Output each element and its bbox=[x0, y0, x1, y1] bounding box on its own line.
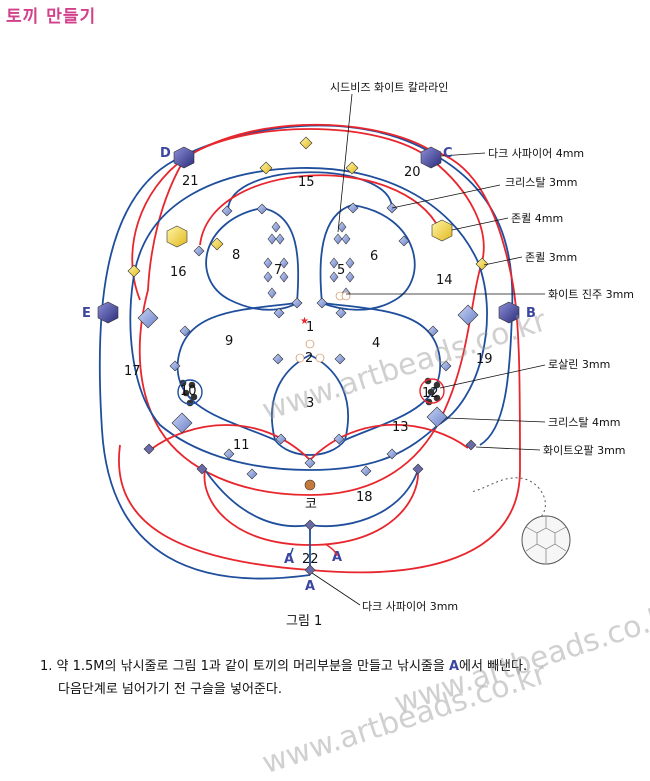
area-number: 2 bbox=[305, 351, 313, 366]
area-number: 14 bbox=[436, 273, 453, 288]
area-number: 21 bbox=[182, 174, 199, 189]
area-number: 3 bbox=[306, 396, 314, 411]
figure-caption: 그림 1 bbox=[286, 614, 323, 629]
rabbit-head-diagram: ★ 시드비즈 화이트 칼라라인 다크 사파이어 4mm 크리스탈 3mm 존퀼 … bbox=[82, 81, 634, 613]
label-rosaline: 로살린 3mm bbox=[548, 358, 610, 371]
corner-e: E bbox=[82, 306, 91, 321]
label-white-pearl: 화이트 진주 3mm bbox=[548, 288, 634, 301]
area-number: 19 bbox=[476, 352, 493, 367]
area-number: 11 bbox=[233, 438, 250, 453]
page-title: 토끼 만들기 bbox=[6, 7, 97, 27]
instruction-text: 1. 약 1.5M의 낚시줄로 그림 1과 같이 토끼의 머리부분을 만들고 낚… bbox=[40, 655, 527, 701]
area-number: 20 bbox=[404, 165, 421, 180]
crystal-4mm-bead bbox=[137, 307, 159, 329]
beads: ★ bbox=[97, 136, 520, 576]
area-number: 5 bbox=[337, 263, 345, 278]
svg-text:★: ★ bbox=[300, 316, 309, 327]
corner-a-bottom: A bbox=[305, 579, 315, 594]
instruction-line-1: 1. 약 1.5M의 낚시줄로 그림 1과 같이 토끼의 머리부분을 만들고 낚… bbox=[40, 659, 528, 674]
crystal-4mm-bead bbox=[171, 412, 193, 434]
corner-d: D bbox=[160, 146, 171, 161]
area-number: 6 bbox=[370, 249, 378, 264]
dark-sapphire-bead-b bbox=[498, 301, 520, 324]
label-jonquil-4mm: 존퀼 4mm bbox=[511, 212, 563, 225]
instruction-line-2: 다음단계로 넘어가기 전 구슬을 넣어준다. bbox=[58, 682, 282, 697]
corner-c: C bbox=[443, 146, 453, 161]
area-number: 10 bbox=[180, 384, 197, 399]
jonquil-4mm-bead bbox=[431, 219, 453, 242]
label-dark-sapphire-3mm: 다크 사파이어 3mm bbox=[362, 600, 458, 613]
area-number: 9 bbox=[225, 334, 233, 349]
jonquil-4mm-bead bbox=[166, 225, 188, 248]
area-number: 15 bbox=[298, 175, 315, 190]
area-number: 7 bbox=[274, 263, 282, 278]
crystal-4mm-bead bbox=[426, 406, 448, 428]
label-dark-sapphire-4mm: 다크 사파이어 4mm bbox=[488, 147, 584, 160]
corner-b: B bbox=[526, 306, 536, 321]
crystal-4mm-bead bbox=[457, 304, 479, 326]
label-jonquil-3mm: 존퀼 3mm bbox=[525, 251, 577, 264]
area-number: 13 bbox=[392, 420, 409, 435]
pointer-lines bbox=[311, 93, 546, 606]
area-number: 8 bbox=[232, 248, 240, 263]
label-white-opal: 화이트오팔 3mm bbox=[543, 444, 626, 457]
area-number: 코 bbox=[305, 497, 317, 512]
area-number: 17 bbox=[124, 364, 141, 379]
area-number: 22 bbox=[302, 552, 319, 567]
corner-a-left: A bbox=[284, 552, 294, 567]
area-number: 16 bbox=[170, 265, 187, 280]
label-crystal-3mm: 크리스탈 3mm bbox=[505, 176, 577, 189]
dark-sapphire-bead-e bbox=[97, 301, 119, 324]
label-crystal-4mm: 크리스탈 4mm bbox=[548, 416, 620, 429]
label-seed-beads: 시드비즈 화이트 칼라라인 bbox=[330, 81, 448, 94]
area-number: 18 bbox=[356, 490, 373, 505]
area-number: 4 bbox=[372, 336, 380, 351]
dark-sapphire-bead-d bbox=[173, 146, 195, 169]
area-number: 1 bbox=[306, 320, 314, 335]
dark-sapphire-bead-c bbox=[420, 146, 442, 169]
bead-ball-icon bbox=[521, 515, 571, 565]
dotted-arrow bbox=[469, 477, 546, 521]
corner-a-right: A bbox=[332, 550, 342, 565]
area-number: 12 bbox=[422, 386, 439, 401]
